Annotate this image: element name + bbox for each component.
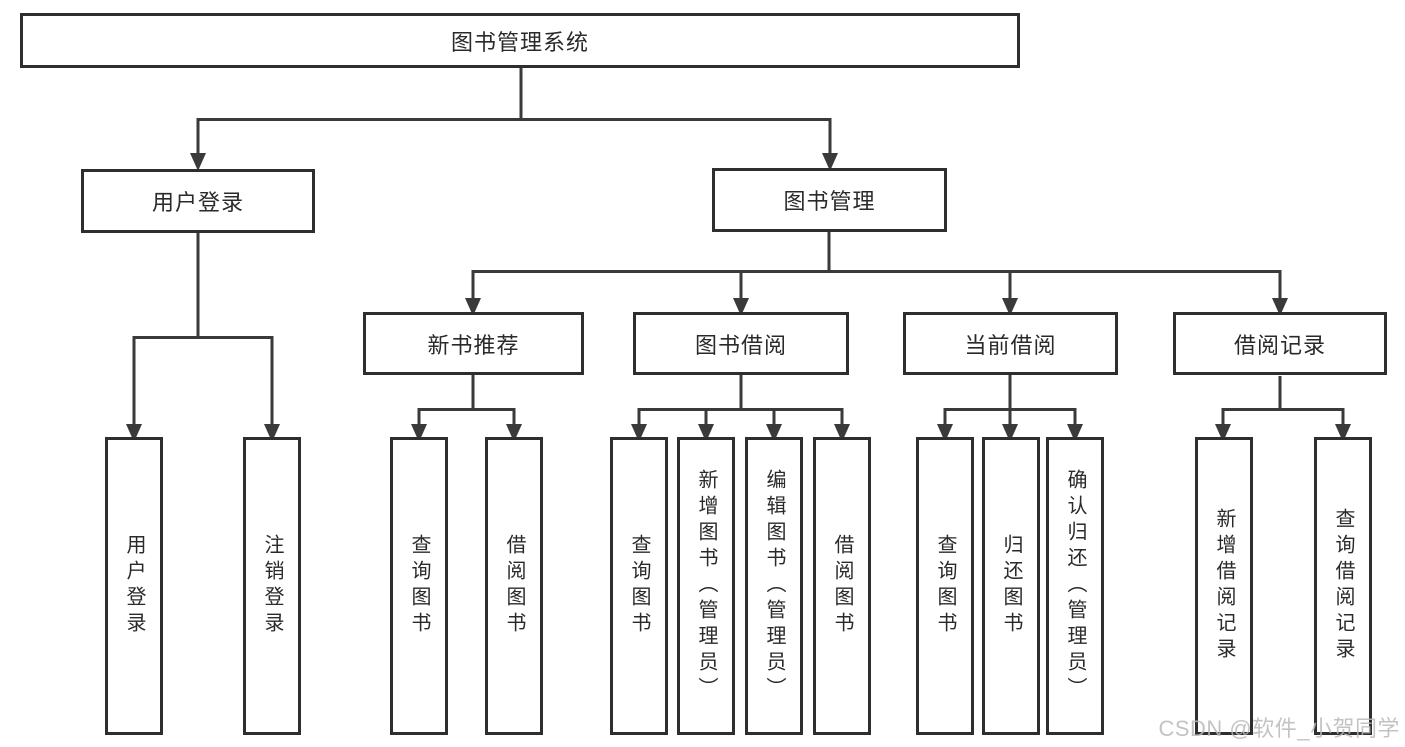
node-current-borrowing: 当前借阅 [903,312,1118,375]
leaf-query-books-recommend: 查询图书 [390,437,448,735]
leaf-borrow-books: 借阅图书 [813,437,871,735]
leaf-query-borrow-record: 查询借阅记录 [1314,437,1372,735]
node-user-login: 用户登录 [81,169,315,233]
leaf-user-login: 用户登录 [105,437,163,735]
leaf-confirm-return-admin: 确认归还（管理员） [1046,437,1104,735]
csdn-watermark: CSDN @软件_小贺同学 [1158,716,1400,741]
node-book-management: 图书管理 [712,168,947,232]
node-borrowing-records: 借阅记录 [1173,312,1387,375]
leaf-borrow-books-recommend: 借阅图书 [485,437,543,735]
leaf-query-books-borrow: 查询图书 [610,437,668,735]
node-new-book-recommendation: 新书推荐 [363,312,584,375]
node-library-management-system: 图书管理系统 [20,13,1020,68]
leaf-query-books-current: 查询图书 [916,437,974,735]
leaf-logout: 注销登录 [243,437,301,735]
leaf-return-books: 归还图书 [982,437,1040,735]
leaf-add-books-admin: 新增图书（管理员） [677,437,735,735]
leaf-edit-books-admin: 编辑图书（管理员） [745,437,803,735]
leaf-add-borrow-record: 新增借阅记录 [1195,437,1253,735]
node-book-borrowing: 图书借阅 [633,312,849,375]
